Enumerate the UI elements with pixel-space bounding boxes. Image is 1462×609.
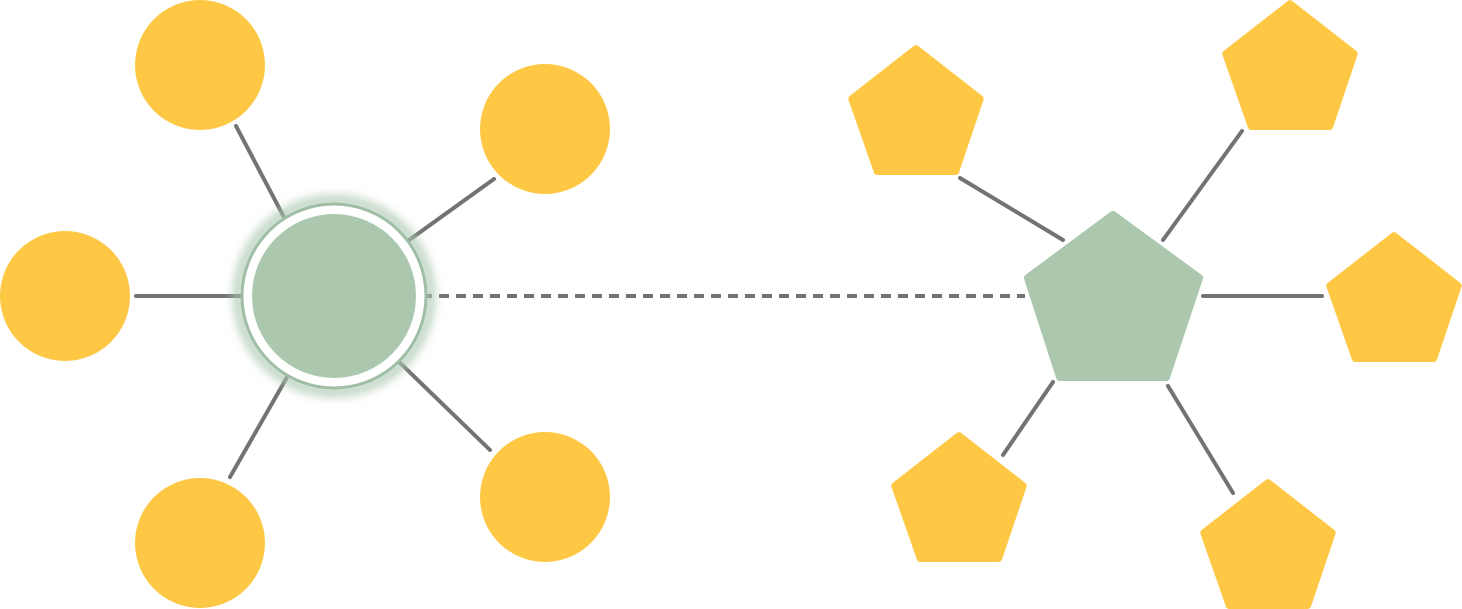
edge xyxy=(1001,380,1055,457)
edge xyxy=(958,176,1065,242)
circle-hub[interactable] xyxy=(252,214,416,378)
pentagon-node[interactable] xyxy=(1204,483,1332,605)
pentagon-node[interactable] xyxy=(1330,236,1458,358)
selection-glow xyxy=(234,196,434,396)
pentagon-node[interactable] xyxy=(1226,4,1354,126)
edge xyxy=(234,124,288,223)
circle-node[interactable] xyxy=(135,478,265,608)
circle-node[interactable] xyxy=(480,432,610,562)
edge xyxy=(1161,129,1244,242)
circle-node[interactable] xyxy=(0,231,130,361)
edge xyxy=(1166,384,1235,495)
circle-node[interactable] xyxy=(135,0,265,130)
edge xyxy=(393,356,492,452)
pentagon-hub[interactable] xyxy=(1024,211,1203,381)
pentagon-node[interactable] xyxy=(852,49,980,171)
circle-node[interactable] xyxy=(480,64,610,194)
circle-cluster-edges xyxy=(134,124,496,479)
edge xyxy=(403,177,496,245)
circle-satellites xyxy=(0,0,610,608)
edge xyxy=(228,370,292,479)
pentagon-cluster-edges xyxy=(958,129,1324,495)
circle-hub-selected[interactable] xyxy=(234,196,434,396)
